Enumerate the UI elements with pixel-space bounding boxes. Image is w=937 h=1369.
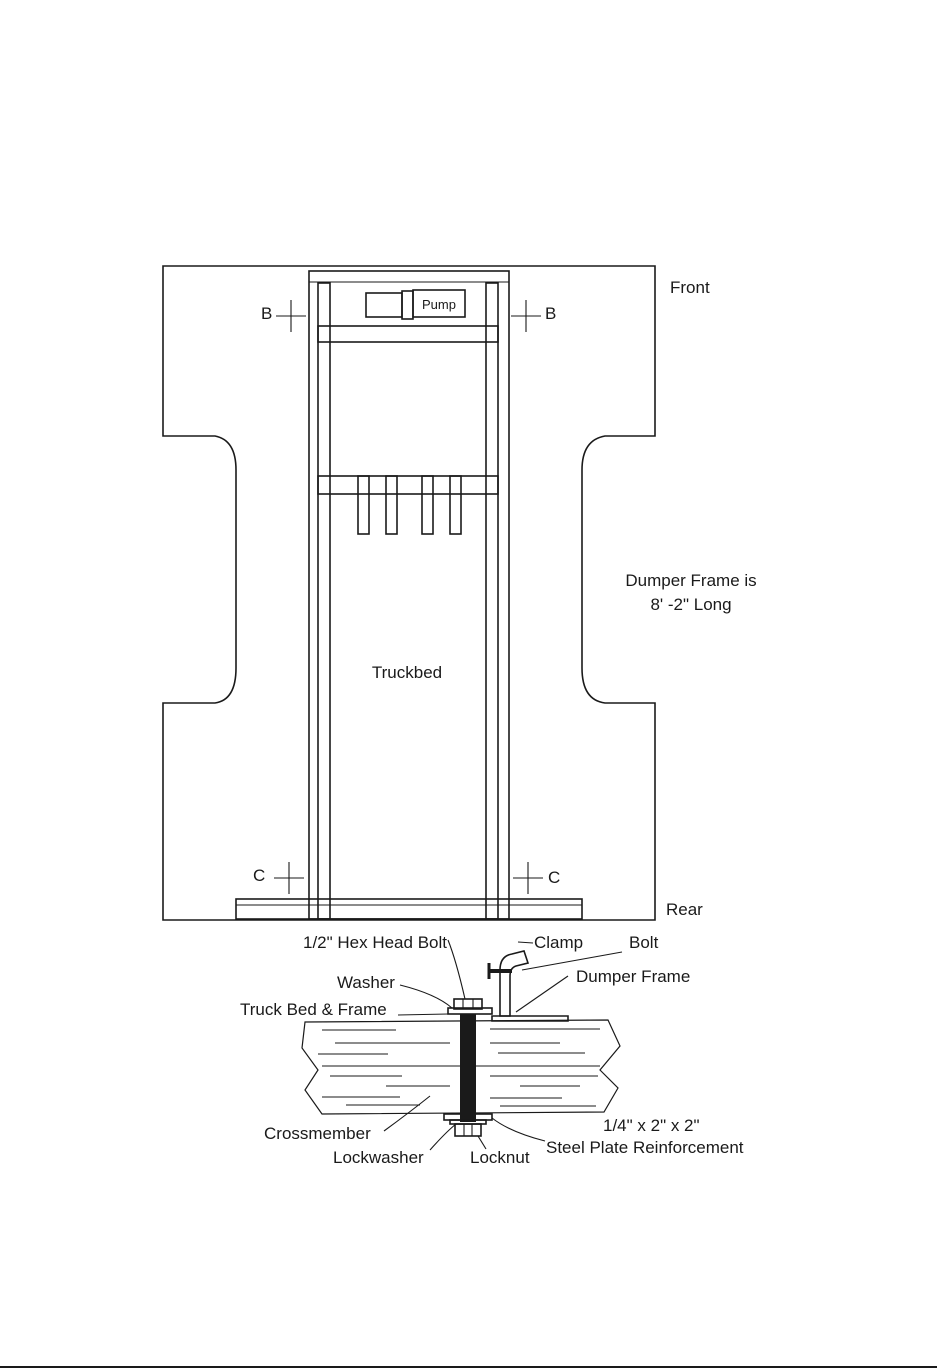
pump-label: Pump [422,297,456,312]
section-b-right-label: B [545,304,556,323]
hinge-tab-2 [386,476,397,534]
section-mark-b-right: B [511,300,556,332]
front-label: Front [670,278,710,297]
pump-motor [366,293,402,317]
section-mark-b-left: B [261,300,306,332]
frame-length-line1: Dumper Frame is [625,571,756,590]
frame-upper-crossbar [318,326,498,342]
frame-middle-crossbar [318,476,498,494]
dumper-frame-label: Dumper Frame [576,967,690,986]
pump-body [402,291,413,319]
detail-view: 1/2" Hex Head Bolt Clamp Bolt Dumper Fra… [240,933,744,1167]
section-mark-c-right: C [513,862,560,894]
hex-bolt-label: 1/2" Hex Head Bolt [303,933,447,952]
locknut-label: Locknut [470,1148,530,1167]
frame-right-rail [486,283,498,919]
plate-size-label: 1/4" x 2" x 2" [603,1116,700,1135]
hinge-tab-1 [358,476,369,534]
section-c-right-label: C [548,868,560,887]
bolt-label: Bolt [629,933,659,952]
washer-label: Washer [337,973,395,992]
section-mark-c-left: C [253,862,304,894]
clamp-label: Clamp [534,933,583,952]
section-b-left-label: B [261,304,272,323]
bolt-shank [460,1014,476,1122]
locknut-part [455,1124,481,1136]
plan-view: Pump B B C C Front Rear Truckbed Dum [163,266,757,920]
dumper-frame-outer [309,271,509,919]
lockwasher-label: Lockwasher [333,1148,424,1167]
truck-bed-outline [163,266,655,920]
hinge-tab-3 [422,476,433,534]
truck-bed-frame-label: Truck Bed & Frame [240,1000,387,1019]
rear-bumper-plate [236,899,582,919]
crossmember-label: Crossmember [264,1124,371,1143]
section-c-left-label: C [253,866,265,885]
plate-desc-label: Steel Plate Reinforcement [546,1138,744,1157]
truckbed-label: Truckbed [372,663,442,682]
frame-left-rail [318,283,330,919]
rear-label: Rear [666,900,703,919]
hinge-tab-4 [450,476,461,534]
frame-length-line2: 8' -2" Long [650,595,731,614]
